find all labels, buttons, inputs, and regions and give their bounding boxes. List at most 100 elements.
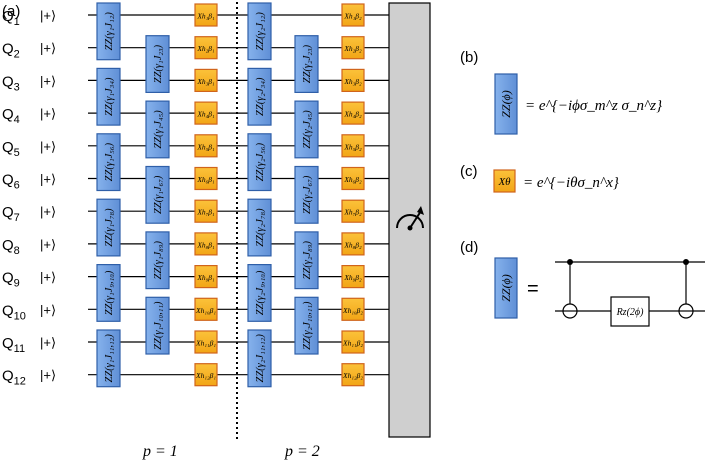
x-gate-box [194,330,218,354]
x-gate: Xh₂β₂ [341,36,365,60]
x-gate-box [341,232,365,256]
zz-gate: ZZ(γ₁J₉,₁₀) [96,264,121,322]
zz-gate-box [96,67,121,126]
legend-b: (b) ZZ(ϕ) = e^{−iϕσ_m^z σ_n^z} [460,49,662,135]
zz-gate: ZZ(γ₂J₁₁,₁₂) [247,329,272,388]
zz-gate-label: ZZ(γ₁J₂₃) [153,44,164,83]
x-gate-box [194,199,218,223]
zz-gate: ZZ(γ₁J₁₂) [96,2,121,61]
zz-gate-label: ZZ(γ₂J₈₉) [302,241,313,280]
zz-gate-box [145,100,170,159]
legend-x-gate-box [493,169,516,193]
x-gate: Xh₁₀β₁ [194,297,218,321]
zz-gate: ZZ(γ₂J₁₂) [247,2,272,61]
x-gate-label: Xh₅β₂ [343,142,362,151]
initial-state: |+⟩ [40,368,56,383]
initial-state: |+⟩ [40,204,56,219]
x-gate: Xh₇β₁ [194,199,218,223]
x-gate-label: Xh₉β₂ [343,273,362,282]
x-gate-box [341,265,365,289]
qubit-label: Q5 [2,139,20,159]
x-gate-box [341,36,365,60]
zz-gate: ZZ(γ₁J₆₇) [145,165,170,224]
x-gate: Xh₅β₁ [194,134,218,158]
zz-gate-box [145,165,170,224]
x-gate: Xh₉β₁ [194,265,218,289]
x-gate-box [194,265,218,289]
zz-gate-box [247,2,272,61]
legend-d-zz-gate-label: ZZ(ϕ) [499,274,513,302]
p-label-layer-2: p = 2 [284,443,320,460]
cnot-gate-right [678,259,694,319]
x-gate: Xh₆β₁ [194,166,218,191]
zz-gate-label: ZZ(γ₁J₆₇) [153,175,164,214]
zz-gate: ZZ(γ₁J₇₈) [96,198,121,257]
qubit-index: 8 [14,245,20,257]
rz-gate-box [610,296,650,327]
legend-c: (c) Xθ = e^{−iθσ_n^x} [460,163,619,193]
x-gate-label: Xh₄β₁ [196,110,215,119]
legend-d-zz-gate-box [494,257,518,319]
x-gate-label: Xh₁β₁ [196,12,215,21]
p-label-layer-1: p = 1 [142,443,178,460]
zz-gate-label: ZZ(γ₂J₃₄) [255,77,266,116]
qubit-index: 3 [14,81,20,93]
qubit-index: 10 [14,310,26,322]
x-gate-label: Xh₂β₂ [343,44,362,53]
zz-gate-label: ZZ(γ₁J₅₆) [104,142,115,181]
panel-label-c: (c) [460,163,478,180]
x-gate: Xh₇β₂ [341,199,365,223]
zz-gate-label: ZZ(γ₁J₁₁,₁₂) [104,334,115,383]
initial-state: |+⟩ [40,270,56,285]
x-gate: Xh₁₀β₂ [341,297,365,321]
x-gate: Xh₁₁β₁ [194,330,218,354]
x-gate-label: Xh₃β₂ [343,77,362,86]
x-gate: Xh₃β₁ [194,68,218,93]
legend-zz-gate-box [494,73,518,135]
zz-gate: ZZ(γ₂J₆₇) [294,165,319,224]
x-gate: Xh₁₁β₂ [341,330,365,354]
panel-label-b: (b) [460,49,478,66]
x-gate: Xh₁₂β₂ [341,363,365,387]
zz-gate: ZZ(γ₂J₂₃) [294,35,319,94]
x-gate-label: Xh₆β₁ [196,175,215,184]
x-gate-box [341,199,365,223]
x-gate: Xh₂β₁ [194,36,218,60]
x-gate-label: Xh₈β₁ [196,240,215,249]
initial-state: |+⟩ [40,8,56,23]
x-gate-label: Xh₁₂β₂ [342,371,363,380]
zz-gate-box [96,2,121,61]
zz-gate-label: ZZ(γ₂J₆₇) [302,175,313,214]
cnot-gate-left [562,259,578,319]
x-gate: Xh₃β₂ [341,68,365,93]
zz-gate: ZZ(γ₂J₈₉) [294,231,319,290]
zz-gate-label: ZZ(γ₂J₁₁,₁₂) [255,334,266,383]
zz-gate-box [247,198,272,257]
rz-gate-label: Rz(2ϕ) [616,307,645,318]
zz-gate-box [145,35,170,94]
qubit-label: Q7 [2,204,20,224]
zz-gate-label: ZZ(γ₁J₄₅) [153,110,164,149]
x-gate-box [341,363,365,387]
qubit-index: 7 [14,212,20,224]
x-gate-box [341,101,365,125]
x-gate-box [341,134,365,158]
legend-b-equation: = e^{−iϕσ_m^z σ_n^z} [525,98,662,114]
qubit-label: Q12 [2,368,26,388]
zz-gate-label: ZZ(γ₂J₁₂) [255,12,266,51]
zz-gate: ZZ(γ₁J₂₃) [145,35,170,94]
qubit-index: 5 [14,147,20,159]
panel-label-d: (d) [460,239,478,256]
x-gate: Xh₄β₁ [194,101,218,125]
zz-gate: ZZ(γ₁J₈₉) [145,231,170,290]
zz-gate: ZZ(γ₂J₅₆) [247,133,272,192]
legend-c-equation: = e^{−iθσ_n^x} [523,175,619,191]
zz-gate-box [294,165,319,224]
qubit-index: 6 [14,180,20,192]
zz-gate-box [96,133,121,192]
zz-gate-label: ZZ(γ₁J₈₉) [153,241,164,280]
measurement-box [388,2,431,438]
qubit-wires [88,14,389,376]
x-gate: Xh₅β₂ [341,134,365,158]
